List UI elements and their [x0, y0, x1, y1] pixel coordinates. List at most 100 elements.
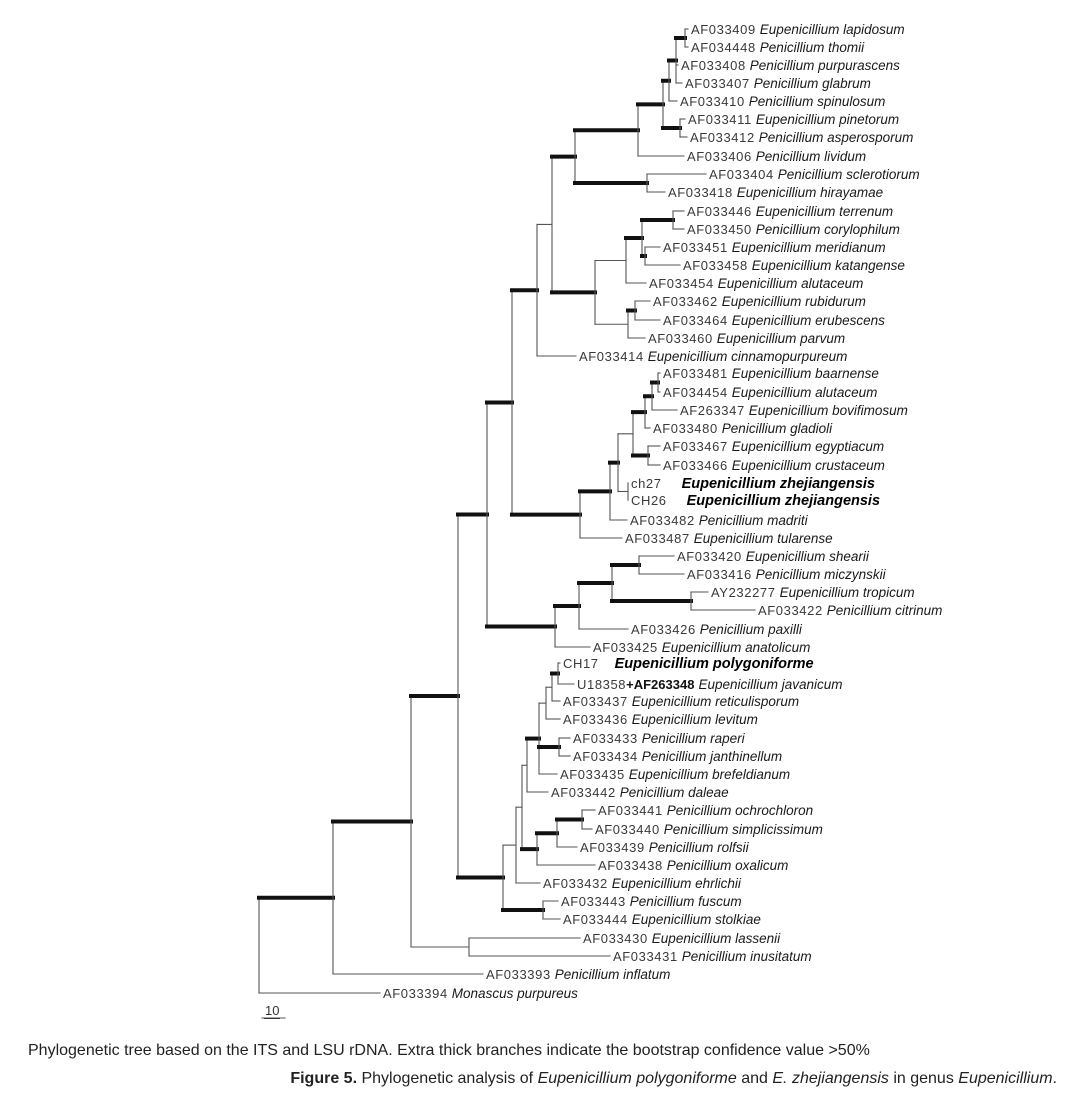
accession-number: AF033407 [685, 76, 750, 91]
taxon-label: AF033407 Penicillium glabrum [685, 76, 871, 91]
species-name: Eupenicillium ehrlichii [612, 876, 742, 891]
accession-number: AF033422 [758, 603, 823, 618]
accession-number: AF033462 [653, 294, 718, 309]
species-name: Eupenicillium polygoniforme [615, 656, 814, 672]
accession-number: AY232277 [711, 585, 776, 600]
species-name: Eupenicillium anatolicum [662, 640, 811, 655]
species-name: Penicillium inflatum [555, 967, 671, 982]
species-name: Eupenicillium shearii [746, 549, 870, 564]
species-name: Penicillium sclerotiorum [778, 167, 920, 182]
accession-number: +AF263348 [626, 677, 694, 692]
caption-species: E. zhejiangensis [772, 1070, 889, 1087]
accession-number: AF033430 [583, 931, 648, 946]
species-name: Penicillium asperosporum [759, 130, 914, 145]
species-name: Eupenicillium stolkiae [632, 912, 761, 927]
species-name: Eupenicillium terrenum [756, 204, 893, 219]
taxon-label: AF033432 Eupenicillium ehrlichii [543, 876, 742, 891]
species-name: Penicillium corylophilum [756, 222, 900, 237]
taxon-label: U18358+AF263348 Eupenicillium javanicum [577, 677, 843, 692]
species-name: Eupenicillium zhejiangensis [682, 476, 875, 492]
accession-number: AF033444 [563, 912, 628, 927]
caption-text: Phylogenetic analysis of [357, 1070, 538, 1087]
species-name: Penicillium raperi [642, 731, 746, 746]
figure-label: Figure 5. [290, 1070, 358, 1087]
species-name: Penicillium rolfsii [649, 840, 750, 855]
taxon-label: AF033410 Penicillium spinulosum [680, 94, 885, 109]
species-name: Penicillium fuscum [630, 894, 742, 909]
caption-genus: Eupenicillium [958, 1070, 1053, 1087]
accession-number: AF033446 [687, 204, 752, 219]
accession-number: AF033439 [580, 840, 645, 855]
taxon-label: AF033411 Eupenicillium pinetorum [688, 112, 899, 127]
species-name: Eupenicillium meridianum [732, 240, 886, 255]
taxon-label: AF033393 Penicillium inflatum [486, 967, 670, 982]
species-name: Eupenicillium pinetorum [756, 112, 899, 127]
species-name: Penicillium thomii [760, 40, 865, 55]
accession-number: AF033420 [677, 549, 742, 564]
accession-number: AF033435 [560, 767, 625, 782]
accession-number: AF033411 [688, 112, 752, 127]
accession-number: AF033454 [649, 276, 714, 291]
accession-number: AF033410 [680, 94, 745, 109]
accession-number: AF033458 [683, 258, 748, 273]
species-name: Penicillium paxilli [700, 622, 803, 637]
accession-number: AF033467 [663, 439, 728, 454]
species-name: Eupenicillium baarnense [732, 366, 879, 381]
species-name: Penicillium janthinellum [642, 749, 782, 764]
species-name: Eupenicillium brefeldianum [629, 767, 790, 782]
species-name: Eupenicillium erubescens [732, 313, 885, 328]
accession-number: U18358 [577, 677, 626, 692]
species-name: Penicillium simplicissimum [664, 822, 823, 837]
taxon-label: AF033439 Penicillium rolfsii [580, 840, 750, 855]
species-name: Eupenicillium rubidurum [722, 294, 866, 309]
accession-number: AF033432 [543, 876, 608, 891]
accession-number: AF033466 [663, 458, 728, 473]
species-name: Penicillium daleae [620, 785, 729, 800]
species-name: Eupenicillium alutaceum [732, 385, 878, 400]
species-name: Eupenicillium zhejiangensis [687, 493, 880, 509]
species-name: Eupenicillium lapidosum [760, 22, 905, 37]
accession-number: AF033433 [573, 731, 638, 746]
taxon-label: AF033446 Eupenicillium terrenum [687, 204, 893, 219]
accession-number: AF033437 [563, 694, 628, 709]
accession-number: AF033393 [486, 967, 551, 982]
caption-text: . [1052, 1070, 1057, 1087]
accession-number: AF033418 [668, 185, 733, 200]
accession-number: AF033464 [663, 313, 728, 328]
accession-number: AF033482 [630, 513, 695, 528]
species-name: Eupenicillium katangense [752, 258, 905, 273]
species-name: Monascus purpureus [452, 986, 578, 1001]
species-name: Penicillium oxalicum [667, 858, 789, 873]
taxon-label: AF033420 Eupenicillium shearii [677, 549, 870, 564]
species-name: Penicillium glabrum [754, 76, 871, 91]
species-name: Eupenicillium tularense [694, 531, 833, 546]
species-name: Eupenicillium javanicum [698, 677, 842, 692]
accession-number: AF033436 [563, 712, 628, 727]
species-name: Penicillium ochrochloron [667, 803, 813, 818]
species-name: Penicillium inusitatum [682, 949, 812, 964]
accession-number: AF033412 [690, 130, 755, 145]
accession-number: AF033414 [579, 349, 644, 364]
tree-caption: Phylogenetic tree based on the ITS and L… [28, 1042, 870, 1059]
species-name: Penicillium spinulosum [749, 94, 886, 109]
